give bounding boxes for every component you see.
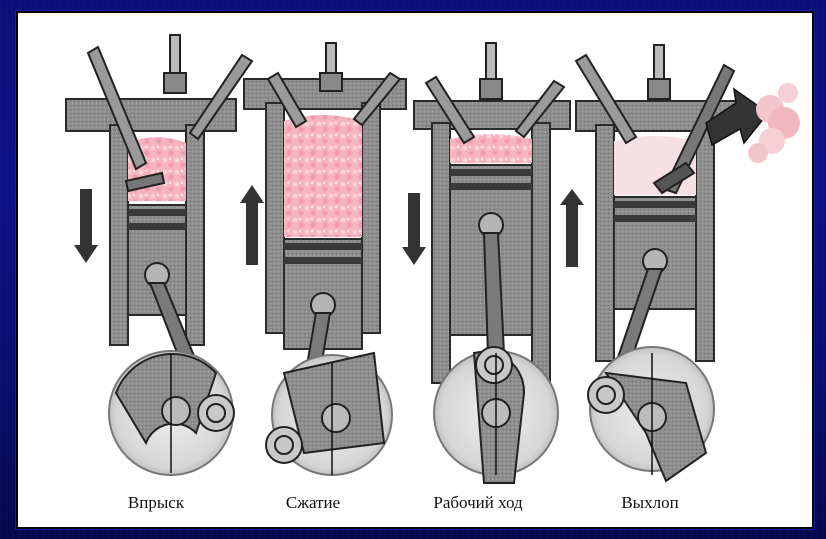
arrow-down-icon: [74, 189, 98, 263]
arrow-up-icon: [560, 189, 584, 267]
engine-intake-stroke: [66, 35, 252, 475]
engine-exhaust-stroke: [560, 45, 800, 481]
engine-power-stroke: [402, 43, 570, 483]
label-power: Рабочий ход: [433, 493, 522, 513]
arrow-up-icon: [240, 185, 264, 265]
engine-cycle-figure: Впрыск Сжатие Рабочий ход Выхлоп: [16, 11, 814, 529]
engine-cycle-illustration: [18, 13, 812, 527]
label-exhaust: Выхлоп: [621, 493, 678, 513]
engine-compression-stroke: [240, 43, 406, 475]
label-intake: Впрыск: [128, 493, 184, 513]
label-compression: Сжатие: [286, 493, 340, 513]
arrow-down-icon: [402, 193, 426, 265]
